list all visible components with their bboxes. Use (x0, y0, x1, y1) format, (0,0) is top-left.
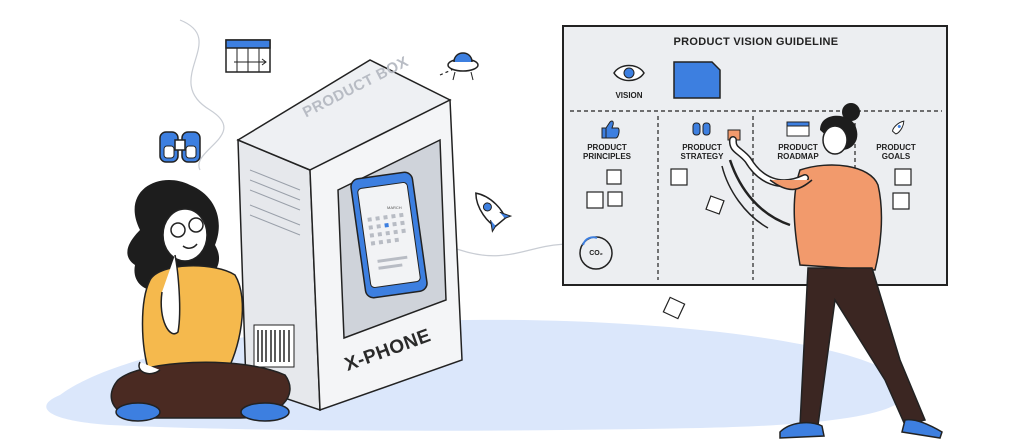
section-label-line1: PRODUCT (587, 143, 627, 152)
phone-illustration (350, 171, 428, 299)
section-label-line2: GOALS (881, 152, 911, 161)
ufo-icon (447, 52, 479, 81)
sticky-notes (586, 168, 912, 320)
whiteboard (562, 25, 948, 320)
calendar-icon (225, 39, 271, 73)
binoculars-icon (159, 131, 201, 163)
section-goals-label: PRODUCT GOALS (866, 143, 926, 161)
vision-note (673, 61, 721, 99)
eye-icon (613, 64, 645, 82)
section-label-line2: STRATEGY (680, 152, 724, 161)
product-box (236, 59, 463, 412)
section-label-line2: PRINCIPLES (582, 152, 631, 161)
section-strategy-label: PRODUCT STRATEGY (672, 143, 732, 161)
vision-label: VISION (615, 91, 643, 100)
standing-woman (728, 103, 943, 439)
decor-squiggle (179, 19, 225, 171)
co2-cycle-icon (579, 236, 613, 270)
section-label-line1: PRODUCT (778, 143, 818, 152)
phone-month: MARCH (387, 205, 402, 210)
binoculars-small-icon (692, 122, 711, 136)
section-label-line1: PRODUCT (876, 143, 916, 152)
barcode (253, 324, 295, 368)
section-principles-label: PRODUCT PRINCIPLES (577, 143, 637, 161)
board-title: PRODUCT VISION GUIDELINE (673, 36, 839, 48)
section-label-line2: ROADMAP (777, 152, 819, 161)
co2-label: CO₂ (589, 250, 603, 257)
strategy-arc (721, 165, 769, 229)
section-label-line1: PRODUCT (682, 143, 722, 152)
section-roadmap-label: PRODUCT ROADMAP (768, 143, 828, 161)
sitting-woman (110, 180, 291, 422)
rocket-icon (475, 192, 513, 233)
strategy-arc (728, 159, 791, 227)
rocket-small-icon (892, 120, 905, 135)
calendar-small-icon (786, 121, 810, 137)
thumbs-up-icon (601, 120, 620, 139)
